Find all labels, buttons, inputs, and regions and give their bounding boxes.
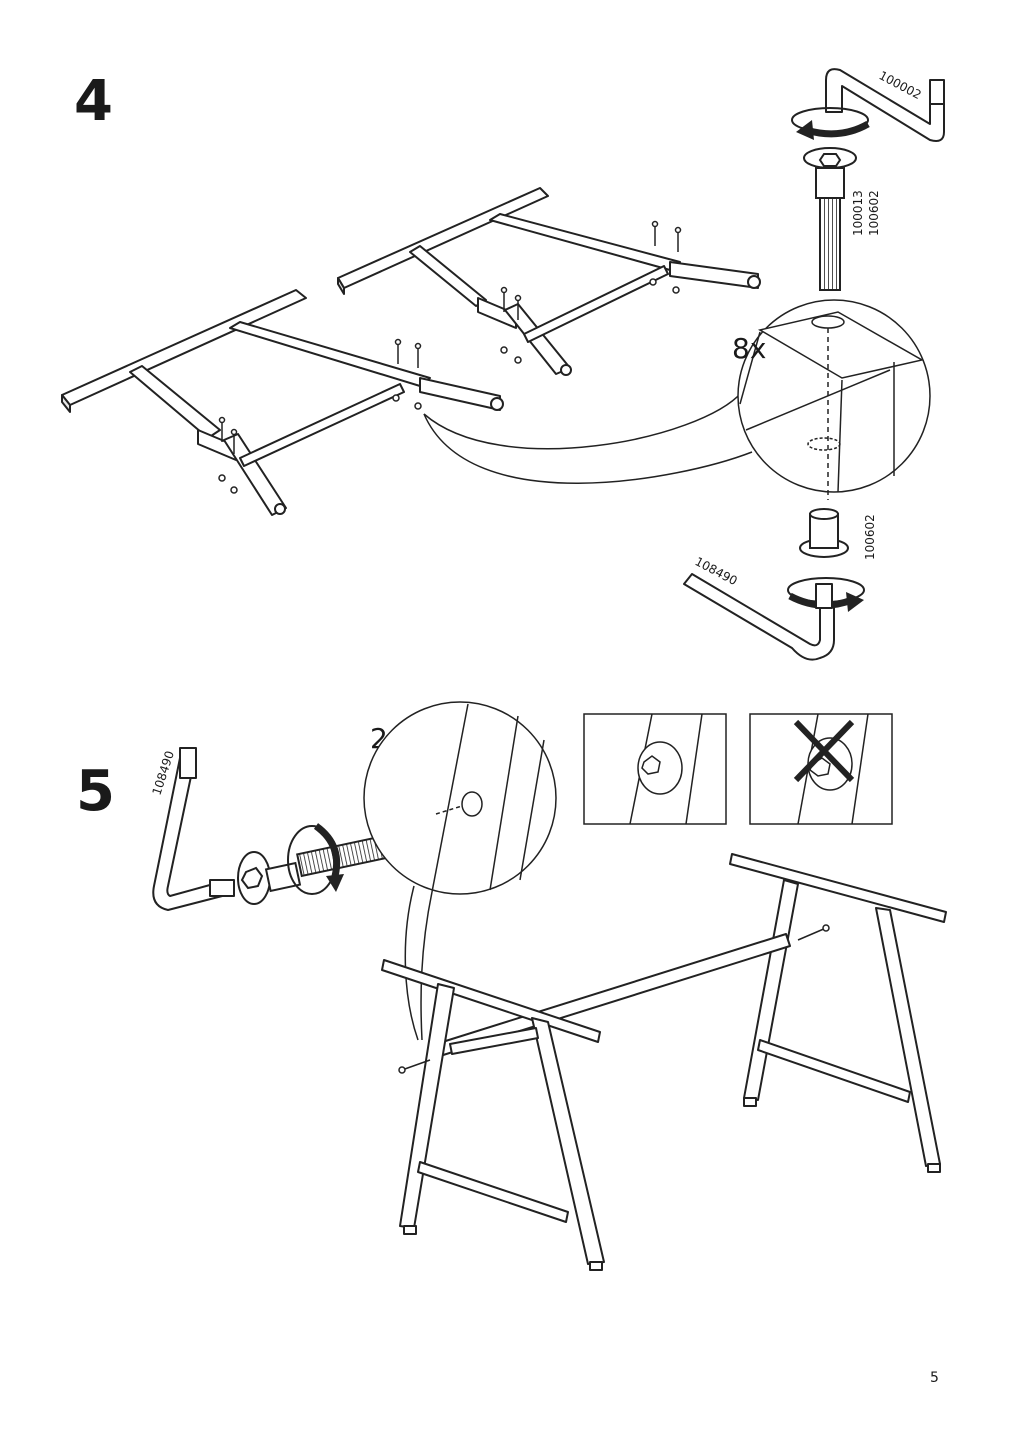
allen-key-icon [152,747,235,911]
correct-example-panel [583,713,727,825]
screw-icon [394,338,402,364]
quantity-8x: 8x [732,332,766,365]
incorrect-example-panel [749,713,893,825]
label-100013: 100013 [851,190,865,236]
step4-frame-left [61,289,504,516]
bolt-100013 [803,147,857,291]
screw-icon [674,226,682,252]
step5-detail-callout [363,701,557,1041]
cross-mark-icon [793,719,855,783]
screw-icon [500,286,508,312]
allen-key-icon [683,573,835,661]
rotate-arrow-icon [287,823,344,895]
rotate-arrow-icon [791,107,870,140]
screw-icon [514,294,522,320]
label-100602-top: 100602 [867,190,881,236]
step4-frame-right [337,187,761,376]
screw-icon [797,924,830,941]
step4-detail-callout [423,299,931,500]
label-100602-bottom: 100602 [863,514,877,560]
screw-icon [218,416,226,442]
step4-screws [218,220,682,494]
allen-key-icon [825,68,945,142]
screw-icon [398,1059,431,1074]
step-number-4: 4 [74,69,113,134]
step-number-5: 5 [76,759,115,824]
screw-icon [230,428,238,454]
page-number: 5 [930,1370,939,1386]
step5-assembled-frame [381,853,947,1271]
screw-icon [414,342,422,368]
nut-100602 [799,508,849,558]
screw-icon [651,220,659,246]
